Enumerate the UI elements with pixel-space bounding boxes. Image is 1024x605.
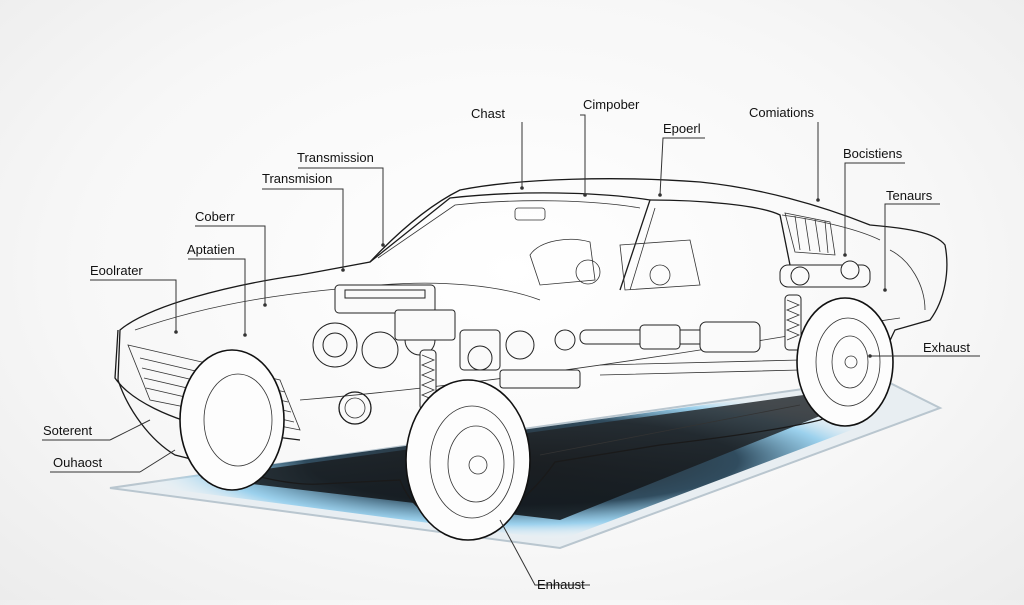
label-combinations: Comiations [749,105,815,120]
label-aptatien: Aptatien [187,242,235,257]
label-enhaust-bottom: Enhaust [537,577,585,592]
wheel-front-left [405,379,531,541]
label-chast: Chast [471,106,505,121]
label-transmission-mid: Transmision [262,171,333,186]
label-eoolrater: Eoolrater [90,263,143,278]
wheel-front-right [179,349,285,491]
label-ouhaost: Ouhaost [53,455,103,470]
label-speerl: Epoerl [663,121,701,136]
engine-block [312,284,581,389]
label-exhaust-right: Exhaust [923,340,970,355]
leader-lines [42,114,980,586]
interior-seats [529,238,701,291]
label-cimpober: Cimpober [583,97,640,112]
label-soterent: Soterent [43,423,93,438]
label-bocistiens: Bocistiens [843,146,903,161]
label-tenauts: Tenaurs [886,188,933,203]
wheel-rear-left [796,297,894,427]
label-transmission-top: Transmission [297,150,374,165]
label-coberr: Coberr [195,209,235,224]
drivetrain [579,260,871,376]
